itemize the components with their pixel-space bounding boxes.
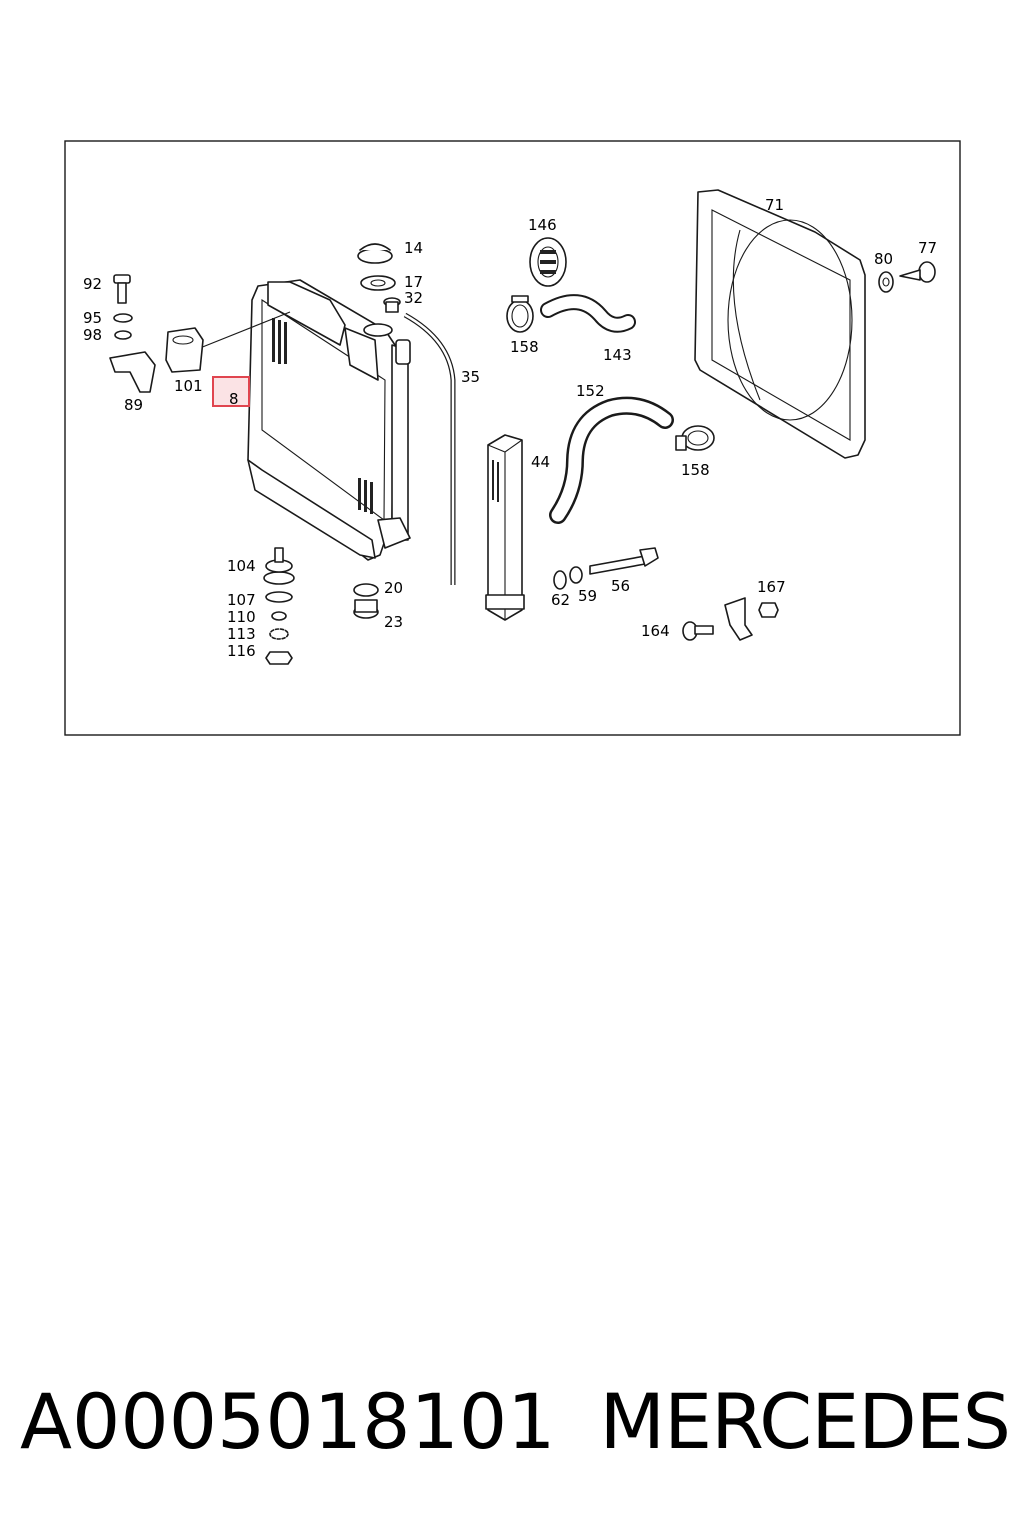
fan-shroud-71-icon[interactable] bbox=[694, 189, 866, 459]
callout-8[interactable]: 8 bbox=[229, 390, 239, 408]
callout-98[interactable]: 98 bbox=[83, 326, 102, 344]
mount-104-icon[interactable] bbox=[263, 547, 295, 585]
nut-23-icon[interactable] bbox=[353, 599, 379, 619]
callout-56[interactable]: 56 bbox=[611, 577, 630, 595]
washer-20-icon[interactable] bbox=[353, 583, 379, 597]
callout-158-bottom[interactable]: 158 bbox=[681, 461, 710, 479]
callout-20[interactable]: 20 bbox=[384, 579, 403, 597]
callout-95[interactable]: 95 bbox=[83, 309, 102, 327]
oil-cooler-44-icon[interactable] bbox=[485, 434, 525, 621]
callout-113[interactable]: 113 bbox=[227, 625, 256, 643]
washer-59-icon[interactable] bbox=[569, 566, 583, 584]
brand-text: MERCEDES bbox=[599, 1377, 1011, 1466]
callout-116[interactable]: 116 bbox=[227, 642, 256, 660]
bolt-56-icon[interactable] bbox=[589, 547, 659, 575]
cap-14-icon[interactable] bbox=[357, 243, 393, 264]
callout-164[interactable]: 164 bbox=[641, 622, 670, 640]
bracket-167-icon[interactable] bbox=[724, 597, 753, 641]
callout-32[interactable]: 32 bbox=[404, 289, 423, 307]
part-number-text: A0005018101 bbox=[20, 1377, 556, 1466]
callout-17[interactable]: 17 bbox=[404, 273, 423, 291]
bracket-89-icon[interactable] bbox=[109, 351, 156, 393]
washer-107-icon[interactable] bbox=[265, 591, 293, 603]
seal-17-icon[interactable] bbox=[360, 275, 396, 291]
callout-77[interactable]: 77 bbox=[918, 239, 937, 257]
nut-167-icon[interactable] bbox=[758, 602, 779, 618]
callout-89[interactable]: 89 bbox=[124, 396, 143, 414]
plug-32-icon[interactable] bbox=[383, 297, 401, 313]
callout-14[interactable]: 14 bbox=[404, 239, 423, 257]
radiator-core-grid bbox=[272, 318, 373, 514]
callout-101[interactable]: 101 bbox=[174, 377, 203, 395]
clamp-158-bottom-icon[interactable] bbox=[675, 425, 715, 451]
callout-35[interactable]: 35 bbox=[461, 368, 480, 386]
parts-diagram: 92 95 98 89 101 8 14 17 32 35 146 158 14… bbox=[64, 140, 961, 736]
callout-44[interactable]: 44 bbox=[531, 453, 550, 471]
callout-152[interactable]: 152 bbox=[576, 382, 605, 400]
diagram-frame bbox=[64, 140, 961, 736]
washer-95-icon[interactable] bbox=[113, 313, 133, 323]
callout-92[interactable]: 92 bbox=[83, 275, 102, 293]
lock-washer-113-icon[interactable] bbox=[269, 628, 289, 640]
callout-80[interactable]: 80 bbox=[874, 250, 893, 268]
washer-80-icon[interactable] bbox=[878, 271, 894, 293]
callout-23[interactable]: 23 bbox=[384, 613, 403, 631]
bracket-101-icon[interactable] bbox=[165, 327, 204, 373]
callout-71[interactable]: 71 bbox=[765, 196, 784, 214]
washer-62-icon[interactable] bbox=[553, 570, 567, 590]
bolt-92-icon[interactable] bbox=[113, 274, 131, 304]
callout-104[interactable]: 104 bbox=[227, 557, 256, 575]
callout-labels: 92 95 98 89 101 8 14 17 32 35 146 158 14… bbox=[83, 196, 937, 660]
highlight-box-8[interactable] bbox=[212, 376, 250, 407]
callout-167[interactable]: 167 bbox=[757, 578, 786, 596]
clamp-158-top-icon[interactable] bbox=[506, 295, 534, 333]
nut-116-icon[interactable] bbox=[265, 651, 293, 665]
callout-110[interactable]: 110 bbox=[227, 608, 256, 626]
callout-59[interactable]: 59 bbox=[578, 587, 597, 605]
screw-77-icon[interactable] bbox=[899, 261, 936, 283]
washer-110-icon[interactable] bbox=[271, 611, 287, 621]
washer-98-icon[interactable] bbox=[114, 330, 132, 340]
leader-line-101 bbox=[199, 311, 291, 349]
callout-107[interactable]: 107 bbox=[227, 591, 256, 609]
callout-143[interactable]: 143 bbox=[603, 346, 632, 364]
callout-62[interactable]: 62 bbox=[551, 591, 570, 609]
callout-158-top[interactable]: 158 bbox=[510, 338, 539, 356]
bolt-164-icon[interactable] bbox=[682, 621, 714, 641]
radiator-part[interactable] bbox=[247, 279, 411, 561]
footer-caption: A0005018101 MERCEDES bbox=[20, 1372, 1011, 1472]
callout-146[interactable]: 146 bbox=[528, 216, 557, 234]
ring-146-icon[interactable] bbox=[529, 237, 567, 287]
